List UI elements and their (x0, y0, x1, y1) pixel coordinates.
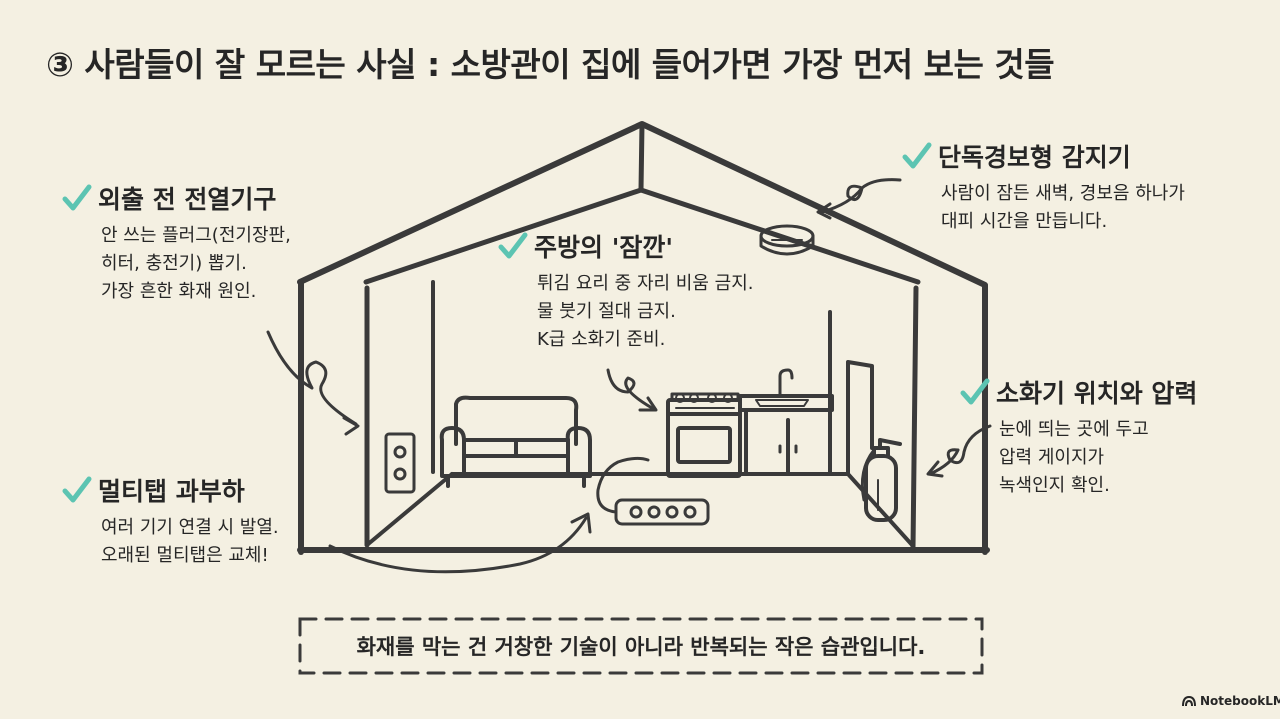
callout-extinguisher-line-2: 압력 게이지가 (999, 447, 1105, 468)
callout-heaters-title: 외출 전 전열기구 (98, 185, 277, 214)
callout-kitchen-line-2: 물 붓기 절대 금지. (537, 301, 676, 322)
check-icon (902, 142, 932, 169)
summary-banner: 화재를 막는 건 거창한 기술이 아니라 반복되는 작은 습관입니다. (298, 617, 984, 675)
callout-multitap-line-1: 여러 기기 연결 시 발열. (101, 517, 279, 538)
callout-heaters-line-2: 히터, 충전기) 뽑기. (101, 253, 247, 274)
callout-heaters: 외출 전 전열기구 안 쓰는 플러그(전기장판, 히터, 충전기) 뽑기. 가장… (62, 180, 291, 306)
banner-dashed-border (298, 617, 984, 675)
callout-extinguisher-line-1: 눈에 띄는 곳에 두고 (999, 419, 1149, 440)
callout-extinguisher-title: 소화기 위치와 압력 (996, 379, 1198, 408)
callout-kitchen-title: 주방의 '잠깐' (534, 233, 674, 262)
notebooklm-logo: NotebookLM (1182, 694, 1280, 708)
check-icon (62, 184, 92, 211)
check-icon (498, 232, 528, 259)
check-icon (960, 378, 990, 405)
callout-detector: 단독경보형 감지기 사람이 잠든 새벽, 경보음 하나가 대피 시간을 만듭니다… (902, 138, 1185, 236)
callout-multitap: 멀티탭 과부하 여러 기기 연결 시 발열. 오래된 멀티탭은 교체! (62, 472, 279, 570)
smoke-detector-drawing (759, 224, 815, 256)
power-strip (596, 456, 710, 526)
right-inner-wall (910, 285, 919, 551)
callout-extinguisher: 소화기 위치와 압력 눈에 띄는 곳에 두고 압력 게이지가 녹색인지 확인. (960, 374, 1197, 500)
callout-detector-title: 단독경보형 감지기 (938, 143, 1131, 172)
summary-banner-text: 화재를 막는 건 거창한 기술이 아니라 반복되는 작은 습관입니다. (356, 635, 926, 659)
callout-kitchen-line-3: K급 소화기 준비. (537, 329, 666, 350)
callout-extinguisher-line-3: 녹색인지 확인. (999, 475, 1110, 496)
stove (666, 392, 742, 478)
callout-kitchen-line-1: 튀김 요리 중 자리 비움 금지. (537, 273, 754, 294)
callout-heaters-line-3: 가장 흔한 화재 원인. (101, 281, 257, 302)
floor-back-left (365, 472, 454, 547)
fire-extinguisher-drawing (860, 438, 902, 522)
callout-kitchen: 주방의 '잠깐' 튀김 요리 중 자리 비움 금지. 물 붓기 절대 금지. K… (498, 228, 754, 354)
callout-heaters-line-1: 안 쓰는 플러그(전기장판, (101, 225, 291, 246)
callout-detector-line-2: 대피 시간을 만듭니다. (941, 211, 1108, 232)
notebooklm-logo-icon (1182, 695, 1196, 707)
callout-detector-line-1: 사람이 잠든 새벽, 경보음 하나가 (941, 183, 1185, 204)
page-title: ③ 사람들이 잘 모르는 사실 : 소방관이 집에 들어가면 가장 먼저 보는 … (46, 45, 1055, 84)
callout-multitap-line-2: 오래된 멀티탭은 교체! (101, 545, 269, 566)
kitchen-counter (738, 368, 834, 476)
door-frame (846, 360, 874, 476)
power-cord (596, 456, 650, 514)
callout-multitap-title: 멀티탭 과부하 (98, 477, 245, 506)
check-icon (62, 476, 92, 503)
sofa (439, 395, 592, 488)
wall-outlet (384, 432, 416, 494)
logo-text: NotebookLM (1200, 694, 1280, 708)
roof-ridge (638, 121, 645, 193)
pointer-arrows (266, 178, 992, 574)
floor-back-right (846, 472, 915, 548)
